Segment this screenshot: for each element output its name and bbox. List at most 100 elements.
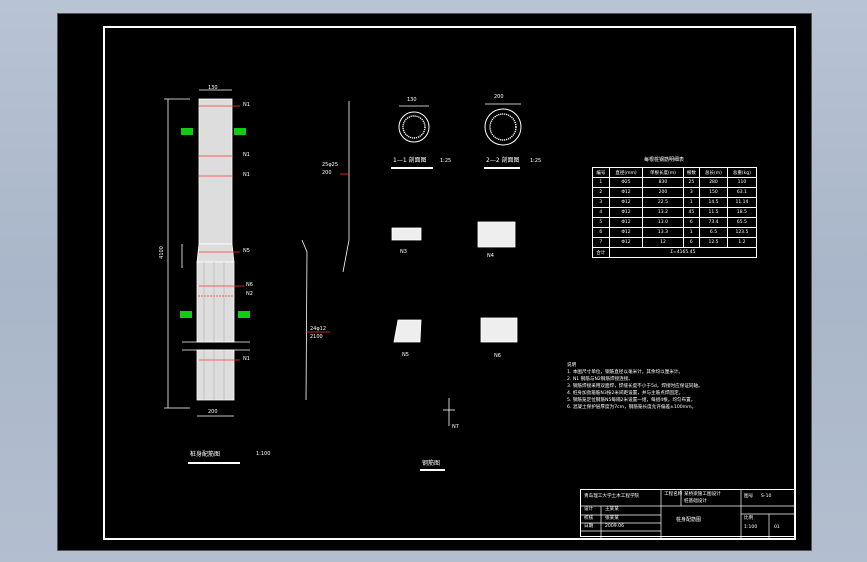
design-notes: 说明 1. 本图尺寸单位，钢筋直径以毫米计，其余均以厘米计。 2. N1 钢筋与… [567,362,703,411]
note-line: 6. 混凝土保护层厚度为7cm，钢筋笼长度允许偏差±100mm。 [567,405,697,410]
sec2-dia: 200 [494,94,504,100]
table-cell: 25 [682,177,701,188]
section-marker [238,311,250,318]
table-cell: 12.5 [699,237,728,248]
title-block-grid [581,490,796,538]
table-cell: 5 [592,217,610,228]
table-cell: Φ12 [608,237,644,248]
drawing-no: S-10 [761,494,772,499]
scale-label: 比例 [744,516,754,521]
section1-inner [402,115,426,139]
cad-viewport[interactable] [57,13,812,551]
table-cell: 63.1 [726,187,758,198]
note-line: 4. 桩身加劲箍筋N3按2米间距设置，并与主筋点焊固定。 [567,391,684,396]
bar-n3-shape [391,227,422,241]
table-header: 总长(m) [699,167,728,178]
title-block: 青岛理工大学土木工程学院 工程名称 某桥梁施工图设计 桩基础设计 设计 王某某 … [580,489,796,538]
table-cell: 280 [699,177,728,188]
sub-project: 桩基础设计 [684,499,707,504]
table-cell: 200 [642,187,684,198]
table-cell: Φ12 [608,207,644,218]
design-name: 王某某 [605,507,619,512]
sheet-no: 01 [774,525,780,530]
table-cell: 4 [592,207,610,218]
table-cell: 11.5 [699,207,728,218]
table-header: 单根长度(m) [642,167,684,178]
date-value: 2009.06 [605,524,624,529]
bar-n4-shape [477,221,516,248]
pile-body-upper [198,98,233,245]
table-cell: 6.5 [699,227,728,238]
section2-title: 2—2 剖面图 [486,157,520,164]
bar-n2 [301,239,308,401]
note-line: 3. 钢筋焊接采用双面焊，焊缝长度不小于5d，焊接时应保证同轴。 [567,384,703,389]
project-label: 工程名称 [664,492,683,497]
table-cell: Φ12 [608,217,644,228]
n2-length: 2100 [310,334,323,340]
table-header-row: 编号 直径(mm) 单根长度(m) 根数 总长(m) 总重(kg) [592,167,758,178]
table-cell: 1 [682,227,701,238]
table-header: 直径(mm) [608,167,644,178]
table-cell: Σ=4165.45 [608,247,758,258]
dim-bottom-width: 200 [208,409,218,415]
table-cell: 11.14 [726,197,758,208]
rebar-table-title: 每根桩钢筋明细表 [644,157,685,163]
check-name: 张某某 [605,516,619,521]
design-label: 设计 [584,507,594,512]
table-cell: Φ12 [608,187,644,198]
section1-title: 1—1 剖面图 [393,157,427,164]
check-label: 校核 [584,516,594,521]
pile-view-title: 桩身配筋图 [190,451,221,458]
table-cell: Φ12 [608,227,644,238]
table-header: 根数 [682,167,701,178]
table-cell: 3 [682,187,701,198]
notes-heading: 说明 [567,363,577,368]
drawing-name: 桩身配筋图 [676,517,702,523]
table-cell: 7 [592,237,610,248]
note-line: 5. 钢筋笼定位钢筋N5每隔2米设置一组，每组4根，均匀布置。 [567,398,696,403]
table-cell: 830 [642,177,684,188]
date-label: 日期 [584,524,594,529]
pile-view-scale: 1:100 [256,451,271,457]
bar-mark: N5 [402,352,409,358]
table-cell: 1.2 [726,237,758,248]
section2-scale: 1:25 [530,158,542,164]
n4-length: 200 [322,170,332,176]
school-name: 青岛理工大学土木工程学院 [584,494,640,499]
section-marker [181,128,193,135]
pile-body-lower [196,261,235,343]
bar-n4 [342,101,350,273]
table-cell: 65.5 [726,217,758,228]
table-cell: 6 [682,217,701,228]
table-cell: 合计 [592,247,610,258]
bar-n6-shape [480,317,518,343]
table-cell: 2 [592,187,610,198]
bar-mark: N6 [246,282,253,288]
section1-scale: 1:25 [440,158,452,164]
drawing-sheet-border [103,26,796,540]
table-cell: 73.4 [699,217,728,228]
table-header: 编号 [592,167,610,178]
bar-mark: N1 [243,356,250,362]
table-header: 总重(kg) [726,167,758,178]
table-cell: 12 [642,237,684,248]
project-name: 某桥梁施工图设计 [684,492,721,497]
table-cell: 13.2 [642,207,684,218]
drawing-no-label: 图号 [744,494,754,499]
pile-tip [196,349,235,401]
bar-mark: N4 [487,253,494,259]
table-cell: Φ12 [608,197,644,208]
section1-outer [398,111,430,143]
table-cell: 1 [682,197,701,208]
scale-value: 1:100 [744,525,758,530]
bar-mark: N2 [246,291,253,297]
